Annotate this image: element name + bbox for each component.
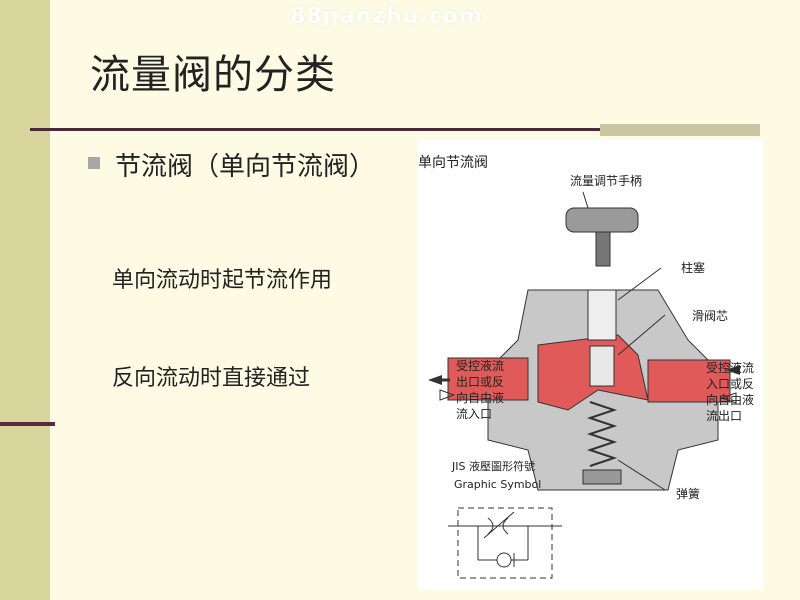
right-port-label-1: 受控液流 xyxy=(706,360,754,375)
right-port-label-2: 入口或反 xyxy=(706,377,754,391)
plunger-label: 柱塞 xyxy=(681,260,705,275)
left-fluid xyxy=(447,357,529,401)
right-port-label-3: 向自由液 xyxy=(706,392,754,407)
slide-title: 流量阀的分类 xyxy=(90,52,336,98)
left-accent-stripe xyxy=(0,422,55,426)
right-fluid xyxy=(647,359,731,403)
left-port-label-1: 受控液流 xyxy=(456,358,504,373)
plunger xyxy=(587,289,617,341)
graphic-symbol-label: Graphic Symbol xyxy=(454,478,541,491)
divider-accent xyxy=(600,124,760,136)
right-outline-arrow-icon xyxy=(720,392,737,404)
spring-label: 弹簧 xyxy=(676,486,700,501)
left-arrow-icon xyxy=(428,375,442,385)
bullet-square-icon xyxy=(88,157,100,169)
left-accent-bar xyxy=(0,0,50,600)
graphic-symbol-box xyxy=(457,507,553,579)
left-port-label-2: 出口或反 xyxy=(456,375,504,389)
check-ball-icon xyxy=(496,552,512,568)
body-line-2: 反向流动时直接通过 xyxy=(112,366,311,391)
jis-symbol-label: JIS 液壓圖形符號 xyxy=(451,459,535,473)
spool-label: 滑阀芯 xyxy=(692,309,728,323)
figure-caption: 单向节流阀 xyxy=(418,155,488,171)
spool xyxy=(589,345,615,387)
left-port-label-4: 流入口 xyxy=(456,407,492,421)
body-line-1: 单向流动时起节流作用 xyxy=(112,268,333,293)
title-divider xyxy=(30,128,760,131)
bullet-heading: 节流阀（单向节流阀） xyxy=(115,152,376,182)
handle-label: 流量调节手柄 xyxy=(570,174,642,188)
handle-knob xyxy=(565,207,639,233)
spring xyxy=(586,401,618,467)
right-arrow-icon xyxy=(726,365,740,375)
valve-figure: 流量调节手柄 柱塞 滑阀芯 受控液流 出口或反 向自由液 流入口 受控液流 入口… xyxy=(418,140,763,590)
valve-diagram: 流量调节手柄 柱塞 滑阀芯 受控液流 出口或反 向自由液 流入口 受控液流 入口… xyxy=(428,174,754,579)
watermark: 88jianzhu.com xyxy=(290,4,483,29)
right-port-label-4: 流出口 xyxy=(706,409,742,423)
stem xyxy=(595,231,611,267)
left-outline-arrow-icon xyxy=(439,389,456,401)
left-port-label-3: 向自由液 xyxy=(456,390,504,405)
